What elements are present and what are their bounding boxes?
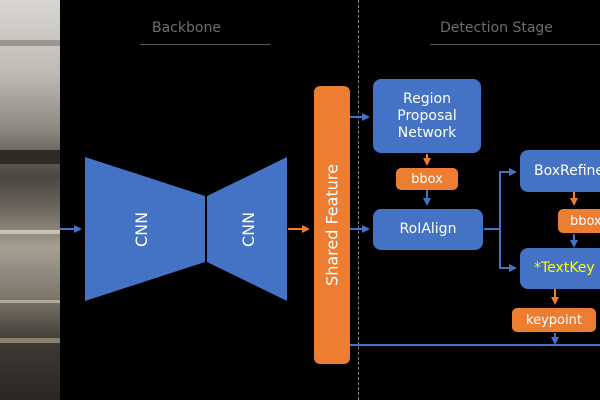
- detection-stage-section-label: Detection Stage: [440, 20, 553, 36]
- bbox-output-2-label: bbox: [570, 213, 600, 229]
- roialign-to-boxrefine-arrow: [484, 168, 517, 230]
- rpn-block: Region Proposal Network: [373, 79, 481, 153]
- cnn-encoder-shape: [85, 157, 205, 301]
- detection-stage-section-underline: [430, 44, 600, 45]
- boxrefine-block: BoxRefine: [520, 150, 600, 192]
- bbox-output-1: bbox: [396, 168, 458, 190]
- stage-divider: [358, 0, 359, 400]
- rpn-label-line-2: Proposal: [397, 107, 457, 124]
- shared-feature-block: Shared Feature: [314, 86, 350, 364]
- roialign-block: RoIAlign: [373, 209, 483, 250]
- backbone-section-label: Backbone: [152, 20, 221, 36]
- shared-feature-label: Shared Feature: [322, 164, 342, 286]
- boxrefine-label: BoxRefine: [534, 162, 600, 179]
- backbone-section-underline: [140, 44, 270, 45]
- text-keypoint-label: *TextKey: [534, 260, 595, 276]
- cnn-decoder-label: CNN: [239, 211, 259, 248]
- input-image: [0, 0, 60, 400]
- cnn-decoder-shape: [207, 157, 287, 301]
- rpn-label-line-1: Region: [403, 90, 451, 107]
- keypoint-output: keypoint: [512, 308, 596, 332]
- roialign-to-textkeypoint-arrow: [499, 229, 517, 272]
- bbox-output-2: bbox: [558, 209, 600, 233]
- cnn-encoder-label: CNN: [132, 211, 152, 248]
- rpn-label-line-3: Network: [397, 124, 457, 141]
- text-keypoint-block: *TextKey: [520, 248, 600, 289]
